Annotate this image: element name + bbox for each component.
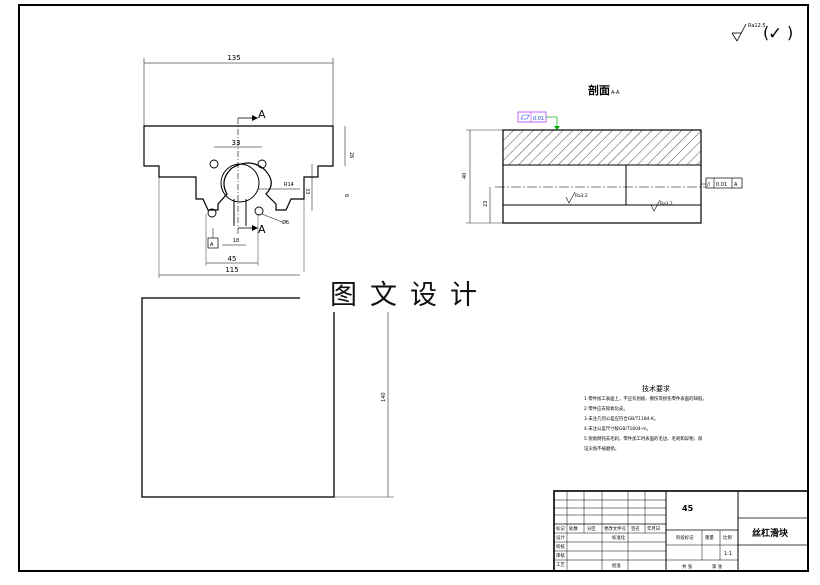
dim-140: 140 <box>381 392 387 402</box>
sheet-no: 第 张 <box>712 563 723 570</box>
tb-header-5: 签名 <box>631 525 640 532</box>
roughness-check: ✓ <box>768 24 782 44</box>
dim-26: 26 <box>348 152 354 158</box>
dim-135: 135 <box>227 54 240 62</box>
section-arrow-top: A <box>258 108 266 121</box>
datum-a-box: A <box>210 242 214 248</box>
tb-header-3: 分区 <box>587 525 596 532</box>
tech-requirements: 技术要求 1.零件加工表面上，不应有划痕、擦伤等损伤零件表面的缺陷。 2.零件应… <box>584 384 707 452</box>
tb-header-2: 处数 <box>569 525 578 532</box>
tech-item-4: 4.未注公差尺寸按GB/T1804-m。 <box>584 425 651 432</box>
dim-40: 40 <box>462 173 468 179</box>
front-view: 135 A A 33 26 33 6 R14 Ø6 <box>143 54 354 278</box>
stage-label: 阶段标记 <box>676 534 694 541</box>
section-title: 剖面 <box>588 83 610 97</box>
dim-115: 115 <box>225 266 238 274</box>
tb-row-design: 设计 <box>556 534 565 541</box>
dim-23: 23 <box>483 201 489 207</box>
roughness-mark: ( <box>763 23 769 42</box>
dim-45: 45 <box>228 255 237 263</box>
watermark: 图文设计 <box>300 272 520 312</box>
tech-item-5: 5.锐角倒钝去毛刺，零件加工时表面的毛边、毛刺和异物，保 <box>584 435 703 442</box>
tech-item-1: 1.零件加工表面上，不应有划痕、擦伤等损伤零件表面的缺陷。 <box>584 395 707 402</box>
roughness-symbol: Ra12.5 ( ✓ ) <box>731 23 793 44</box>
dim-33-h: 33 <box>232 139 241 147</box>
scale-label: 比例 <box>723 534 732 541</box>
tech-item-6: 证尖角不被磨损。 <box>584 445 619 452</box>
tb-row-check: 校核 <box>556 543 565 550</box>
tech-item-2: 2.零件应去除氧化皮。 <box>584 405 628 412</box>
tb-row-approve: 批准 <box>612 562 621 569</box>
sheets-total: 共 张 <box>682 563 693 570</box>
drawing-frame <box>18 4 809 572</box>
watermark-text: 图文设计 <box>330 279 490 311</box>
hatched-section <box>502 129 702 166</box>
tb-header-4: 更改文件号 <box>604 525 627 532</box>
section-roughness-2: Ra3.2 <box>660 201 673 207</box>
title-block <box>553 490 809 572</box>
section-outline <box>502 129 702 224</box>
parallel-datum: A <box>734 182 738 188</box>
weight-label: 重量 <box>705 534 714 541</box>
dim-r14: R14 <box>284 182 294 188</box>
dim-33-v: 33 <box>304 188 310 194</box>
roughness-value: Ra12.5 <box>748 23 766 29</box>
svg-text://: // <box>707 182 711 188</box>
tb-row-std: 标准化 <box>612 534 626 541</box>
tech-item-3: 3.未注几何公差应符合GB/T1184-K。 <box>584 415 658 422</box>
section-arrow-bottom: A <box>258 223 266 236</box>
tb-header-6: 年月日 <box>647 525 660 532</box>
tb-row-process: 工艺 <box>556 562 565 568</box>
tb-header-1: 标记 <box>556 525 565 532</box>
dim-18: 18 <box>233 238 239 244</box>
material: 45 <box>682 504 694 513</box>
dim-6: 6 <box>343 194 349 197</box>
section-roughness-1: Ra3.2 <box>575 193 588 199</box>
section-view: 剖面 A-A 0.01 // 0.01 A Ra3.2 Ra <box>462 83 743 224</box>
part-name: 丝杠滑块 <box>752 527 789 539</box>
dim-dia6: Ø6 <box>282 219 289 226</box>
flatness-value: 0.01 <box>533 116 544 122</box>
scale-value: 1:1 <box>724 551 732 557</box>
side-outline <box>141 297 335 498</box>
tb-row-review: 审核 <box>556 552 565 559</box>
side-view: 140 <box>141 297 394 498</box>
svg-text:): ) <box>787 23 793 42</box>
tech-title: 技术要求 <box>642 384 670 393</box>
section-subscript: A-A <box>611 90 620 96</box>
parallel-value: 0.01 <box>716 182 727 188</box>
